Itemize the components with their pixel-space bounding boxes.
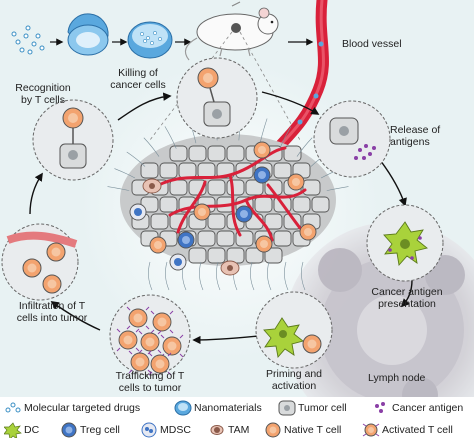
cycle-arrows [29, 91, 413, 345]
stage-recognition [32, 99, 114, 181]
tumor-cell-icon [278, 400, 296, 416]
stage-release [313, 100, 391, 178]
molecular-drugs-icon [5, 402, 21, 413]
stage-priming [255, 291, 333, 369]
treg-cell-icon [61, 422, 77, 438]
blood-vessel-graphic [270, 0, 329, 156]
stage-trafficking [109, 294, 191, 376]
nanomaterial-shell [67, 13, 109, 56]
stage-killing [176, 57, 258, 139]
lymph-node-graphic [284, 222, 474, 438]
stage-infiltration [1, 223, 79, 301]
legend-row-1: Molecular targeted drugs Nanomaterials T… [0, 397, 474, 419]
stage-presentation [366, 204, 444, 282]
mouse-model-icon [184, 1, 279, 61]
loaded-nanoparticle [127, 21, 173, 59]
dc-icon [4, 422, 22, 438]
cancer-antigen-icon [375, 402, 385, 413]
native-t-cell-icon [265, 422, 281, 438]
activated-t-cell-icon [362, 423, 380, 437]
drug-molecules-group [11, 25, 45, 55]
legend-row-2: DC Treg cell MDSC TAM Native T cell Acti… [0, 419, 474, 441]
tumor-mass [107, 114, 349, 291]
tam-icon [210, 425, 224, 435]
mdsc-icon [141, 422, 157, 438]
nanomaterials-icon [174, 400, 192, 416]
